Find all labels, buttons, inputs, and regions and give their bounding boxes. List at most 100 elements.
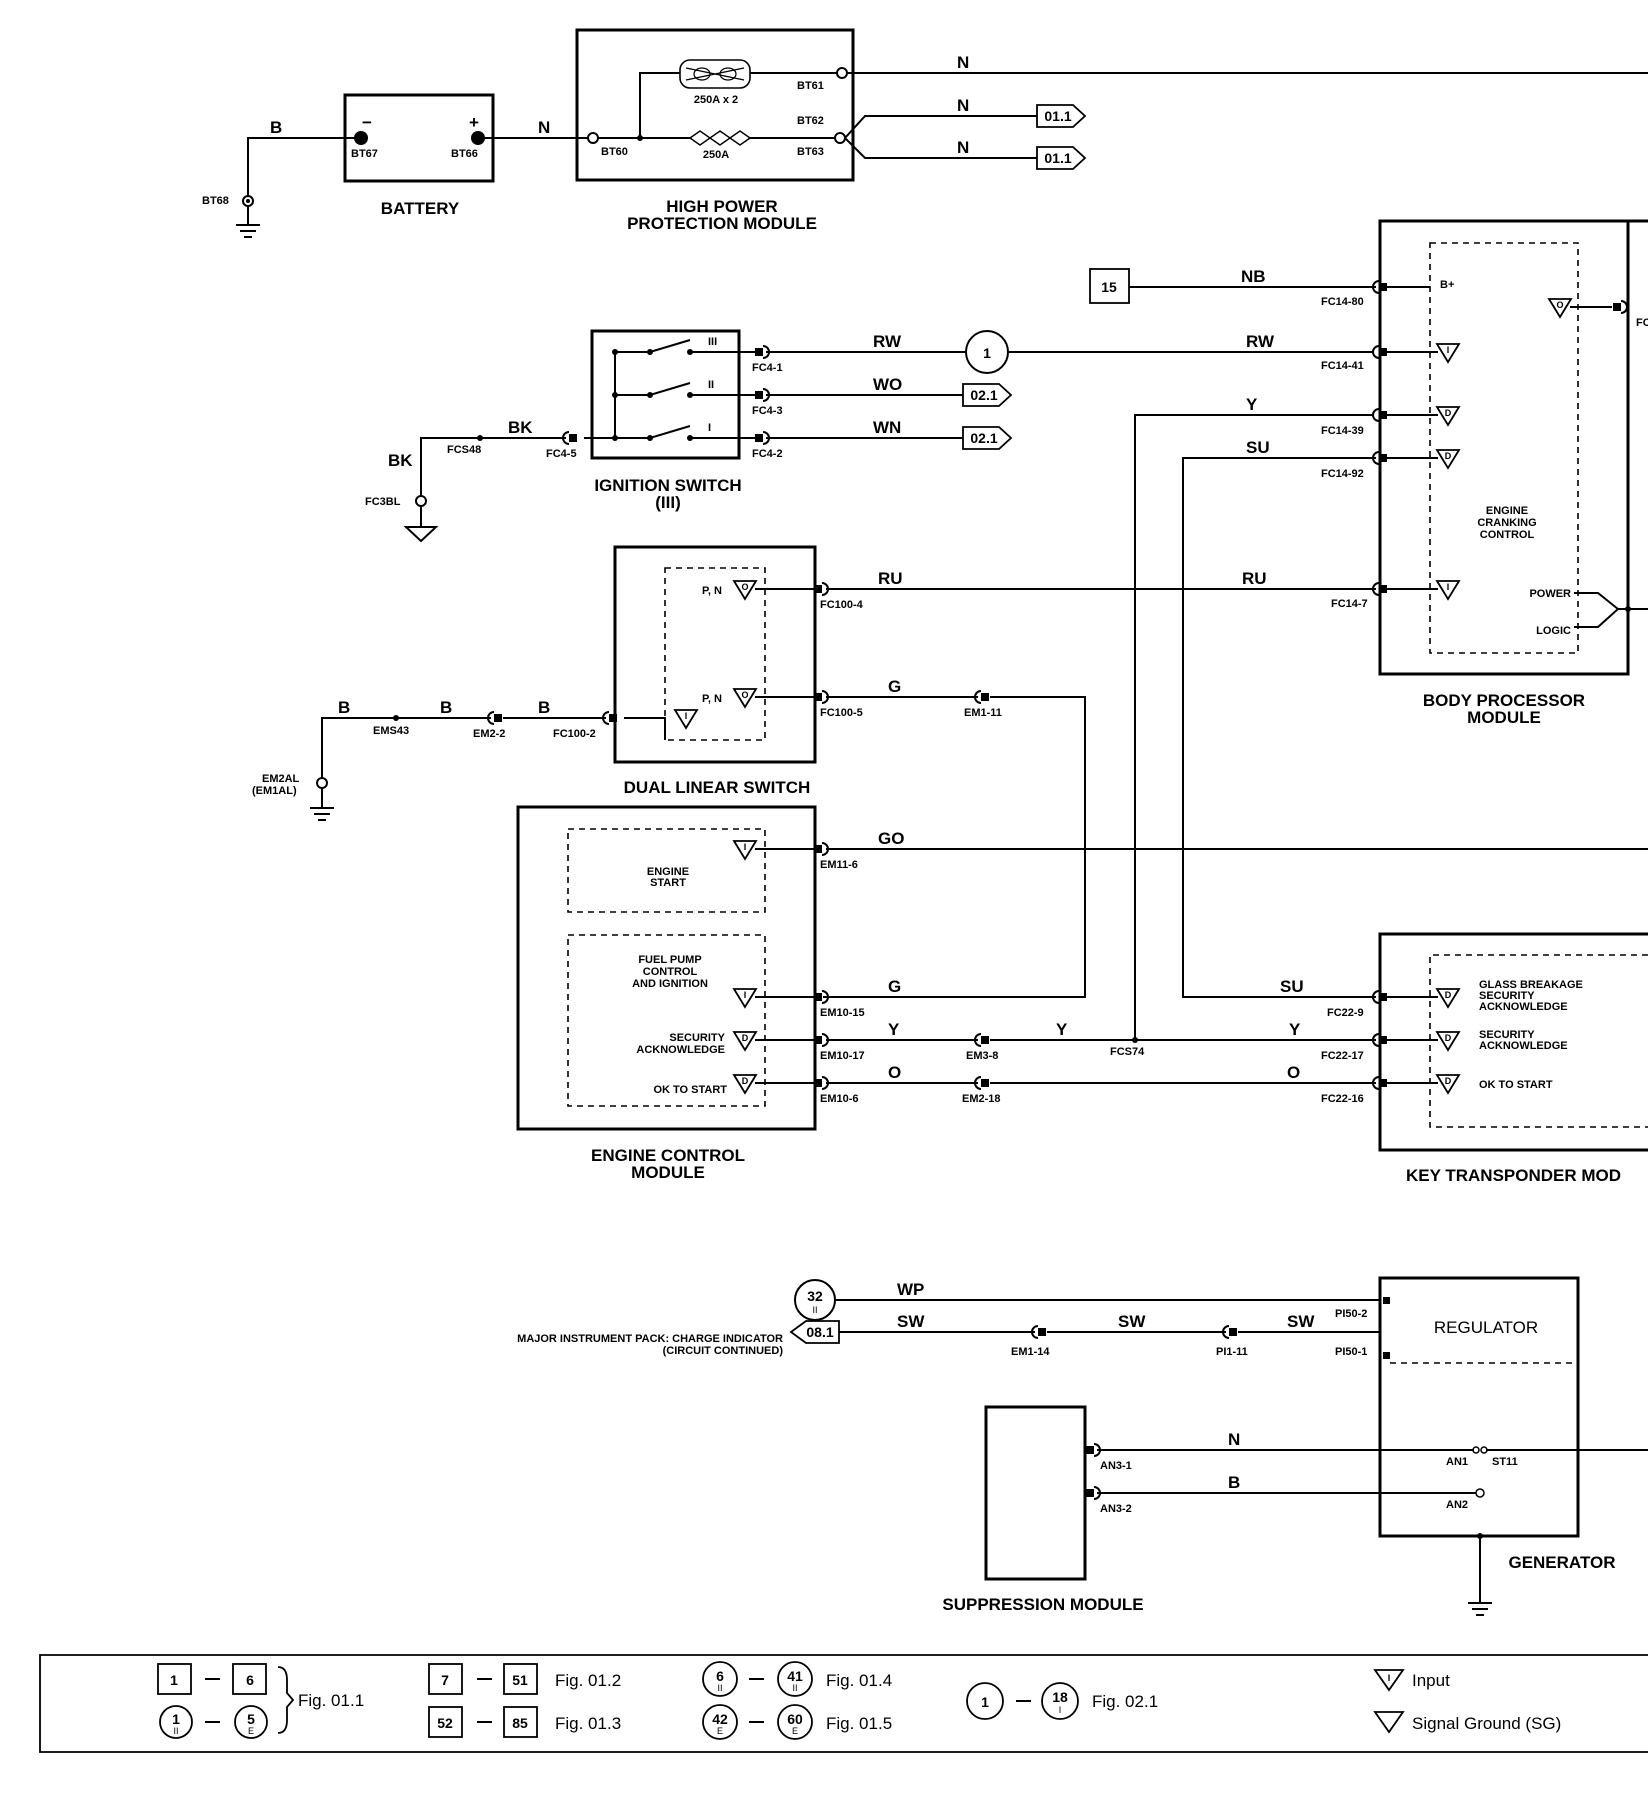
ktm-digital-symbol-2: D <box>1445 1033 1452 1043</box>
pin-pi50-2: PI50-2 <box>1335 1308 1367 1320</box>
hppm-label-1: HIGH POWER <box>666 197 777 216</box>
pin-em3-8: EM3-8 <box>966 1050 998 1062</box>
pin-bt63: BT63 <box>797 146 824 158</box>
wire-label-n-battery: N <box>538 118 550 137</box>
dls-pn-1: P, N <box>702 585 722 597</box>
ref-tag-02-1-a: 02.1 <box>970 387 997 403</box>
battery-minus: − <box>362 113 372 132</box>
battery-label: BATTERY <box>381 199 460 218</box>
legend-fig-01-1: Fig. 01.1 <box>298 1691 364 1710</box>
pin-bt67: BT67 <box>351 148 378 160</box>
legend-fig-01-4: Fig. 01.4 <box>826 1671 892 1690</box>
pin-bt66: BT66 <box>451 148 478 160</box>
legend-circle-1: 1 <box>172 1711 180 1727</box>
switch-pos-iii: III <box>708 336 717 348</box>
ref-tag-01-1-b: 01.1 <box>1044 150 1071 166</box>
wire-label-su-bpm: SU <box>1246 438 1270 457</box>
pin-em1-11: EM1-11 <box>964 707 1002 719</box>
pin-bt60: BT60 <box>601 146 628 158</box>
dls-input-symbol: I <box>685 711 688 721</box>
wire-label-go: GO <box>878 829 904 848</box>
legend-fig-01-5: Fig. 01.5 <box>826 1714 892 1733</box>
wire-label-y-2: Y <box>1056 1020 1068 1039</box>
wire-label-sw-3: SW <box>1287 1312 1315 1331</box>
pin-pi50-1: PI50-1 <box>1335 1346 1367 1358</box>
generator: REGULATOR GENERATOR AN1 ST11 AN2 <box>1378 1276 1616 1572</box>
ktm-sec-1: SECURITY <box>1479 1029 1535 1041</box>
ecm-input-symbol-1: I <box>744 842 747 852</box>
legend-fig-01-3: Fig. 01.3 <box>555 1714 621 1733</box>
wire-label-g-2: G <box>888 977 901 996</box>
wire-label-bk-2: BK <box>388 451 413 470</box>
bpm-bplus: B+ <box>1440 279 1454 291</box>
key-transponder-module: KEY TRANSPONDER MOD D D D GLASS BREAKAGE… <box>1378 932 1648 1185</box>
pin-em1al: (EM1AL) <box>252 785 297 797</box>
pin-ems43: EMS43 <box>373 725 409 737</box>
pin-em10-17: EM10-17 <box>820 1050 865 1062</box>
ecm-engine-start-1: ENGINE <box>647 866 689 878</box>
legend-box-6: 6 <box>246 1672 254 1688</box>
ktm-sec-2: ACKNOWLEDGE <box>1479 1040 1568 1052</box>
pin-em10-15: EM10-15 <box>820 1007 865 1019</box>
pin-bt62: BT62 <box>797 115 824 127</box>
wire-label-nb: NB <box>1241 267 1266 286</box>
pin-em1-14: EM1-14 <box>1011 1346 1050 1358</box>
note-major-instrument: MAJOR INSTRUMENT PACK: CHARGE INDICATOR <box>517 1333 783 1345</box>
legend-circle-60-sub: E <box>792 1726 798 1736</box>
pin-fc3bl: FC3BL <box>365 496 401 508</box>
pin-an3-1: AN3-1 <box>1100 1460 1132 1472</box>
pin-an2: AN2 <box>1446 1499 1468 1511</box>
wire-label-y-1: Y <box>888 1020 900 1039</box>
bpm-power: POWER <box>1529 588 1571 600</box>
pin-an1: AN1 <box>1446 1456 1468 1468</box>
engine-control-module: ENGINE CONTROL MODULE ENGINE START FUEL … <box>516 805 817 1182</box>
switch-pos-ii: II <box>708 379 714 391</box>
legend-circle-60: 60 <box>787 1711 803 1727</box>
ref-box-15: 15 <box>1101 279 1117 295</box>
pin-fc22-16: FC22-16 <box>1321 1093 1364 1105</box>
wire-label-b-3: B <box>538 698 550 717</box>
pin-fc14-39: FC14-39 <box>1321 425 1364 437</box>
wire-label-rw-2: RW <box>1246 332 1275 351</box>
ref-tag-08-1: 08.1 <box>806 1324 833 1340</box>
wire-label-b-2: B <box>440 698 452 717</box>
wire-label-su-ktm: SU <box>1280 977 1304 996</box>
ktm-glass-2: SECURITY <box>1479 990 1535 1002</box>
legend-box-51: 51 <box>512 1672 528 1688</box>
ecm-label-2: MODULE <box>631 1163 705 1182</box>
ktm-ok-start: OK TO START <box>1479 1079 1553 1091</box>
legend: 1 6 1 II 5 E Fig. 01.1 7 51 Fig. 01.2 52… <box>39 1654 1648 1753</box>
ktm-glass-3: ACKNOWLEDGE <box>1479 1001 1568 1013</box>
ecm-input-symbol-2: I <box>744 990 747 1000</box>
pin-fc100-2: FC100-2 <box>553 728 596 740</box>
pin-fc14-7: FC14-7 <box>1331 598 1368 610</box>
ignition-label-1: IGNITION SWITCH <box>594 476 741 495</box>
ecm-sec-2: ACKNOWLEDGE <box>636 1044 725 1056</box>
note-circuit-continued: (CIRCUIT CONTINUED) <box>663 1345 784 1357</box>
dls-label: DUAL LINEAR SWITCH <box>624 778 811 797</box>
wire-label-b-gen: B <box>1228 1473 1240 1492</box>
battery-plus: + <box>469 113 479 132</box>
ktm-digital-symbol-1: D <box>1445 990 1452 1000</box>
pin-fc22-9: FC22-9 <box>1327 1007 1364 1019</box>
pin-fc-cut: FC <box>1636 317 1648 329</box>
ecm-fuel-2: CONTROL <box>643 966 698 978</box>
wire-label-b-1: B <box>338 698 350 717</box>
fuse-250a-x2: 250A x 2 <box>694 94 738 106</box>
ecm-sec-1: SECURITY <box>669 1032 725 1044</box>
legend-input-symbol: I <box>1388 1673 1391 1683</box>
wire-label-y-3: Y <box>1289 1020 1301 1039</box>
dls-output-symbol-2: O <box>741 690 748 700</box>
wire-label-wp: WP <box>897 1280 924 1299</box>
bpm-ecc-1: ENGINE <box>1486 505 1528 517</box>
pin-fc22-17: FC22-17 <box>1321 1050 1364 1062</box>
ecm-engine-start-2: START <box>650 877 686 889</box>
wire-label-n-gen: N <box>1228 1430 1240 1449</box>
legend-box-1: 1 <box>170 1672 178 1688</box>
pin-em10-6: EM10-6 <box>820 1093 859 1105</box>
wire-label-n-mid: N <box>957 96 969 115</box>
ignition-label-2: (III) <box>655 493 681 512</box>
wire-b-battery <box>247 137 361 200</box>
wire-label-rw-1: RW <box>873 332 902 351</box>
